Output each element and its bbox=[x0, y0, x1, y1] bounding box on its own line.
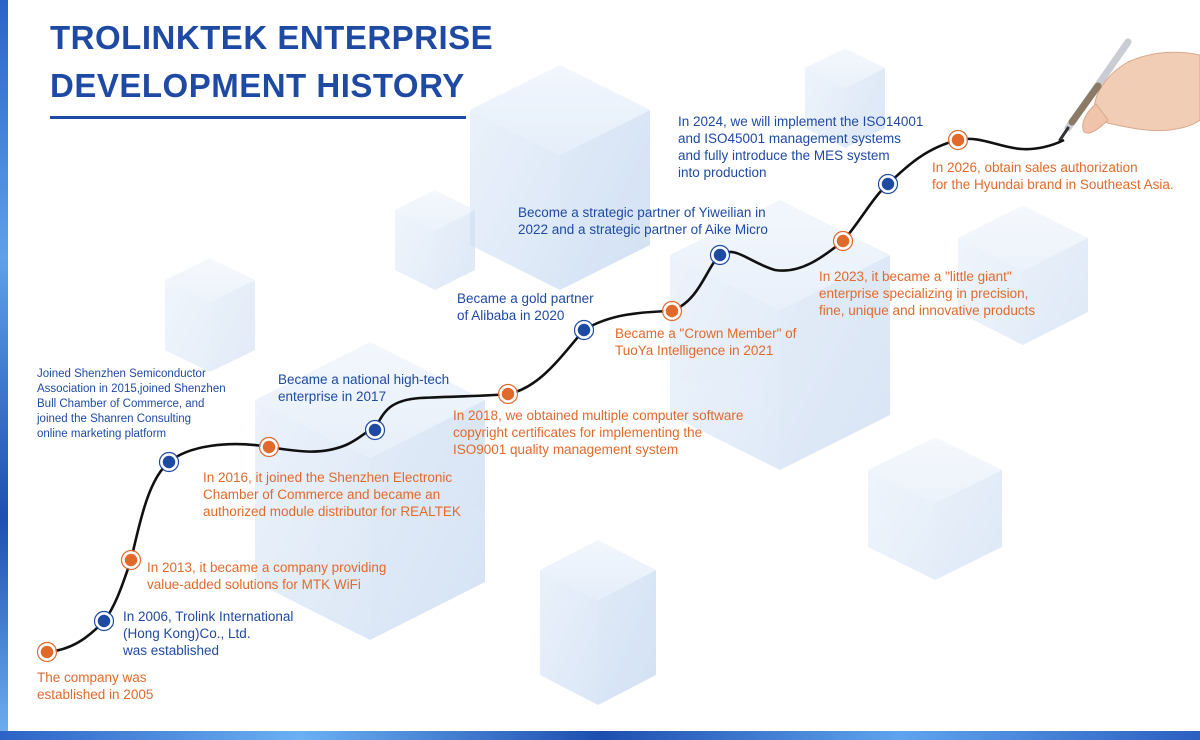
milestone-line: Bull Chamber of Commerce, and bbox=[37, 398, 205, 410]
left-edge-stripe bbox=[0, 0, 8, 740]
milestone-2020: Became a gold partner of Alibaba in 2020 bbox=[457, 290, 594, 324]
milestone-line: 2022 and a strategic partner of Aike Mic… bbox=[518, 222, 768, 237]
milestone-line: and ISO45001 management systems bbox=[678, 131, 901, 146]
milestone-2026: In 2026, obtain sales authorization for … bbox=[932, 159, 1174, 193]
milestone-line: fine, unique and innovative products bbox=[819, 303, 1036, 318]
marker-2016 bbox=[258, 436, 280, 458]
milestone-line: online marketing platform bbox=[37, 428, 167, 440]
milestone-line: The company was bbox=[37, 670, 147, 685]
marker-2015 bbox=[158, 451, 180, 473]
milestone-line: TuoYa Intelligence in 2021 bbox=[615, 343, 774, 358]
milestone-2006: In 2006, Trolink International (Hong Kon… bbox=[123, 608, 293, 659]
cube-large-lower bbox=[255, 342, 485, 640]
milestone-line: In 2016, it joined the Shenzhen Electron… bbox=[203, 470, 453, 485]
page-title-line-1: TROLINKTEK ENTERPRISE bbox=[50, 19, 494, 56]
milestone-line: Became a national high-tech bbox=[278, 372, 450, 387]
milestone-line: Became a "Crown Member" of bbox=[615, 326, 797, 341]
bottom-edge-stripe bbox=[0, 731, 1200, 740]
milestone-2017: Became a national high-tech enterprise i… bbox=[278, 371, 449, 405]
title-underline bbox=[50, 116, 466, 119]
marker-2017 bbox=[364, 419, 386, 441]
cube-large-center bbox=[470, 65, 650, 290]
milestone-2005: The company was established in 2005 bbox=[37, 669, 153, 703]
milestone-line: for the Hyundai brand in Southeast Asia. bbox=[932, 177, 1174, 192]
milestone-line: Become a strategic partner of Yiweilian … bbox=[518, 205, 766, 220]
milestone-2021: Became a "Crown Member" of TuoYa Intelli… bbox=[615, 325, 796, 359]
marker-2023 bbox=[832, 230, 854, 252]
milestone-line: In 2023, it became a "little giant" bbox=[819, 269, 1012, 284]
pen-tip bbox=[1058, 126, 1070, 142]
marker-2024 bbox=[877, 173, 899, 195]
milestone-line: In 2013, it became a company providing bbox=[147, 560, 387, 575]
milestone-line: enterprise in 2017 bbox=[278, 389, 387, 404]
cube-bottom-center bbox=[540, 540, 656, 705]
milestone-line: joined the Shanren Consulting bbox=[37, 413, 192, 425]
milestone-line: ISO9001 quality management system bbox=[453, 442, 679, 457]
milestone-line: Association in 2015,joined Shenzhen bbox=[37, 383, 226, 395]
milestone-line: Chamber of Commerce and became an bbox=[203, 487, 441, 502]
marker-2022 bbox=[709, 244, 731, 266]
milestone-2018: In 2018, we obtained multiple computer s… bbox=[453, 407, 743, 458]
marker-2005 bbox=[36, 641, 58, 663]
cube-right-mid bbox=[670, 200, 890, 470]
milestone-line: In 2024, we will implement the ISO14001 bbox=[678, 114, 924, 129]
milestone-line: into production bbox=[678, 165, 767, 180]
milestone-line: was established bbox=[123, 643, 220, 658]
milestone-line: established in 2005 bbox=[37, 687, 154, 702]
milestone-2022: Become a strategic partner of Yiweilian … bbox=[518, 204, 768, 238]
milestone-line: value-added solutions for MTK WiFi bbox=[147, 577, 361, 592]
cube-small-mid bbox=[395, 190, 475, 290]
cube-right-lower bbox=[868, 437, 1002, 580]
milestone-line: In 2018, we obtained multiple computer s… bbox=[453, 408, 744, 423]
finger-shape bbox=[1082, 103, 1109, 134]
milestone-line: authorized module distributor for REALTE… bbox=[203, 504, 461, 519]
cube-top-right bbox=[805, 48, 885, 148]
milestone-line: enterprise specializing in precision, bbox=[819, 286, 1029, 301]
milestone-2024: In 2024, we will implement the ISO14001 … bbox=[678, 113, 923, 181]
marker-2020 bbox=[573, 319, 595, 341]
page-title-line-2: DEVELOPMENT HISTORY bbox=[50, 67, 465, 104]
marker-2021 bbox=[661, 300, 683, 322]
marker-2013 bbox=[120, 549, 142, 571]
milestone-2015: Joined Shenzhen Semiconductor Associatio… bbox=[37, 367, 226, 442]
milestone-2013: In 2013, it became a company providing v… bbox=[147, 559, 386, 593]
milestone-line: Joined Shenzhen Semiconductor bbox=[37, 368, 206, 380]
milestone-line: of Alibaba in 2020 bbox=[457, 308, 565, 323]
marker-2026 bbox=[947, 129, 969, 151]
milestone-line: and fully introduce the MES system bbox=[678, 148, 890, 163]
milestone-line: (Hong Kong)Co., Ltd. bbox=[123, 626, 251, 641]
milestone-line: In 2026, obtain sales authorization bbox=[932, 160, 1138, 175]
page-title: TROLINKTEK ENTERPRISE DEVELOPMENT HISTOR… bbox=[50, 14, 493, 110]
milestone-line: copyright certificates for implementing … bbox=[453, 425, 703, 440]
cube-left bbox=[165, 258, 255, 372]
marker-2018 bbox=[497, 383, 519, 405]
pen-grip bbox=[1068, 82, 1102, 126]
marker-2006 bbox=[93, 610, 115, 632]
milestone-2023: In 2023, it became a "little giant" ente… bbox=[819, 268, 1035, 319]
cube-far-right bbox=[958, 205, 1088, 345]
milestone-2016: In 2016, it joined the Shenzhen Electron… bbox=[203, 469, 461, 520]
milestone-line: Became a gold partner bbox=[457, 291, 594, 306]
milestone-line: In 2006, Trolink International bbox=[123, 609, 294, 624]
